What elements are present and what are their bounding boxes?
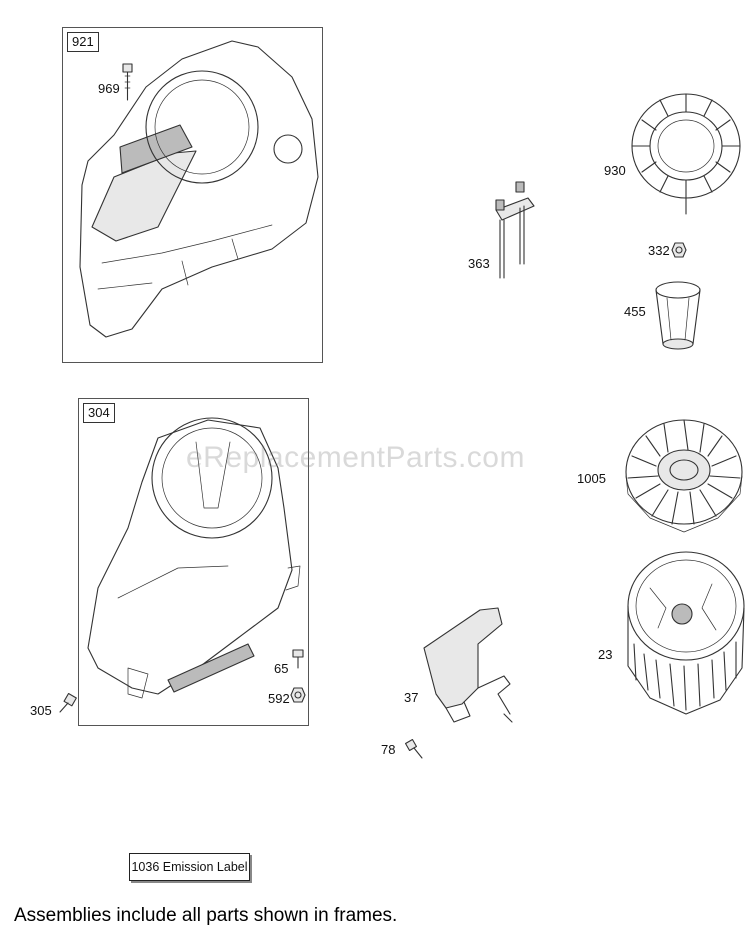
callout-305: 305 xyxy=(30,703,52,718)
emission-label-box: 1036 Emission Label xyxy=(129,853,250,881)
nut-592-drawing xyxy=(290,687,306,703)
blower-housing-921-drawing xyxy=(79,40,319,338)
flywheel-23-drawing xyxy=(627,551,745,715)
bracket-363-drawing xyxy=(495,181,535,279)
screw-305-drawing xyxy=(59,692,77,713)
footnote: Assemblies include all parts shown in fr… xyxy=(14,905,398,926)
callout-930: 930 xyxy=(604,163,626,178)
baffle-37-drawing xyxy=(423,607,513,723)
watermark: eReplacementParts.com xyxy=(186,441,525,474)
callout-363: 363 xyxy=(468,256,490,271)
callout-65: 65 xyxy=(274,661,289,676)
screen-930-drawing xyxy=(631,93,741,215)
callout-332: 332 xyxy=(648,243,670,258)
callout-37: 37 xyxy=(404,690,419,705)
blower-housing-304-drawing xyxy=(87,417,301,699)
nut-332-drawing xyxy=(671,242,687,258)
frame-tag-921: 921 xyxy=(67,32,99,52)
callout-455: 455 xyxy=(624,304,646,319)
fan-1005-drawing xyxy=(625,419,743,533)
callout-592: 592 xyxy=(268,691,290,706)
cup-455-drawing xyxy=(655,281,701,350)
callout-23: 23 xyxy=(598,647,613,662)
callout-1005: 1005 xyxy=(577,471,606,486)
callout-969: 969 xyxy=(98,81,120,96)
screw-78-drawing xyxy=(404,738,423,759)
bolt-969-drawing xyxy=(122,63,133,101)
callout-78: 78 xyxy=(381,742,396,757)
frame-tag-304: 304 xyxy=(83,403,115,423)
screw-65-drawing xyxy=(292,649,304,669)
